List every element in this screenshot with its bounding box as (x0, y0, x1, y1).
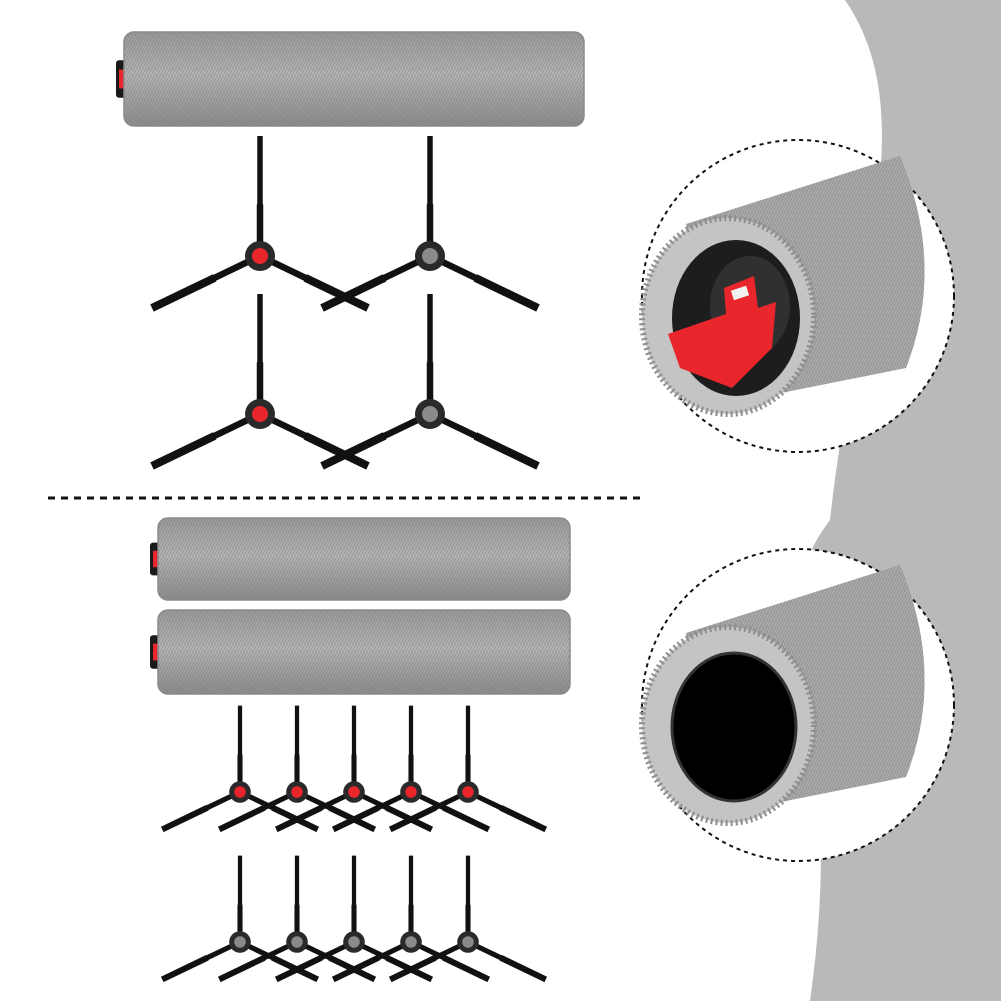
side-brush-red-row-1 (160, 705, 320, 833)
detail-view-open-end (639, 548, 955, 862)
side-brush-red-2 (150, 294, 370, 470)
brush-bristles (217, 805, 266, 833)
side-brush-red-row-5 (388, 705, 548, 833)
detail-view-clip-end (639, 139, 955, 453)
brush-bristles (320, 432, 387, 470)
brush-hub-center (405, 936, 417, 948)
brush-bristles (499, 805, 548, 833)
side-brush-red-row-3 (274, 705, 434, 833)
brush-bristles (303, 432, 370, 470)
brush-hub-center (291, 936, 303, 948)
brush-bristles (274, 955, 323, 983)
roller-red-clip (119, 69, 124, 89)
brush-bristles (331, 805, 380, 833)
roller-red-clip (153, 550, 158, 568)
brush-bristles (274, 805, 323, 833)
side-brush-gray-row-3 (274, 855, 434, 983)
brush-bristles (217, 955, 266, 983)
brush-bristles (320, 274, 387, 312)
red-release-clip (668, 276, 776, 388)
side-brush-red-row-4 (331, 705, 491, 833)
roller-top (116, 31, 585, 127)
brush-bristles (150, 274, 217, 312)
side-brush-gray-2 (320, 294, 540, 470)
brush-hub-center (422, 248, 438, 264)
roller-texture (158, 518, 570, 600)
brush-bristles (499, 955, 548, 983)
brush-bristles (331, 955, 380, 983)
brush-hub-center (234, 936, 246, 948)
side-brush-red-row-2 (217, 705, 377, 833)
brush-bristles (442, 805, 491, 833)
brush-hub-center (405, 786, 417, 798)
brush-bristles (303, 274, 370, 312)
brush-hub-center (252, 406, 268, 422)
brush-bristles (388, 955, 437, 983)
roller-open-core (672, 653, 796, 801)
brush-hub-center (252, 248, 268, 264)
roller-bottom-1 (150, 517, 571, 601)
brush-hub-center (422, 406, 438, 422)
side-brush-gray-row-1 (160, 855, 320, 983)
brush-bristles (150, 432, 217, 470)
brush-hub-center (234, 786, 246, 798)
brush-bristles (388, 805, 437, 833)
side-brush-gray-row-2 (217, 855, 377, 983)
brush-hub-center (462, 786, 474, 798)
roller-texture (124, 32, 584, 126)
side-brush-red-1 (150, 136, 370, 312)
roller-bottom-2 (150, 609, 571, 695)
side-brush-gray-1 (320, 136, 540, 312)
brush-bristles (473, 432, 540, 470)
roller-outline (157, 517, 571, 601)
roller-red-clip (153, 643, 158, 661)
clip-white-tab (730, 285, 750, 301)
roller-texture (158, 610, 570, 694)
roller-outline (123, 31, 585, 127)
core-rim (670, 651, 798, 803)
brush-hub-center (348, 786, 360, 798)
side-brush-gray-row-4 (331, 855, 491, 983)
roller-outline (157, 609, 571, 695)
brush-hub-center (291, 786, 303, 798)
brush-bristles (160, 955, 209, 983)
brush-hub-center (462, 936, 474, 948)
brush-bristles (160, 805, 209, 833)
brush-bristles (473, 274, 540, 312)
side-brush-gray-row-5 (388, 855, 548, 983)
brush-hub-center (348, 936, 360, 948)
brush-bristles (442, 955, 491, 983)
